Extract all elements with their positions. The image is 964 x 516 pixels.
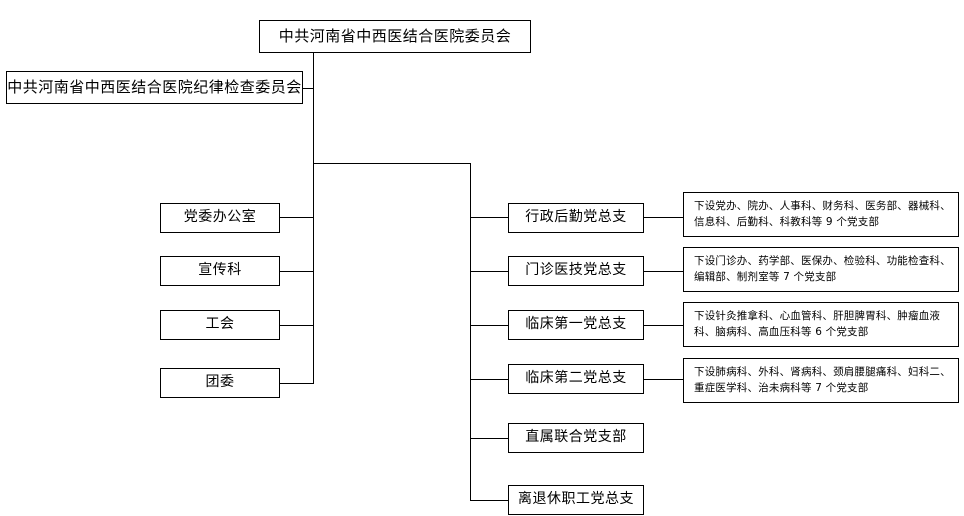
right-detail-label-4: 下设肺病科、外科、肾病科、颈肩腰腿痛科、妇科二、重症医学科、治未病科等 7 个党… <box>694 366 951 394</box>
right-detail-label-1: 下设党办、院办、人事科、财务科、医务部、器械科、信息科、后勤科、科教科等 9 个… <box>694 200 951 228</box>
connector-left-2 <box>280 271 314 272</box>
connector-left-4 <box>280 383 314 384</box>
left-branch-label-4: 团委 <box>205 374 235 391</box>
left-branch-box-3: 工会 <box>160 310 280 340</box>
connector-fork-bar <box>313 163 471 164</box>
connector-right-2 <box>470 271 508 272</box>
left-branch-box-1: 党委办公室 <box>160 203 280 233</box>
right-detail-box-2: 下设门诊办、药学部、医保办、检验科、功能检查科、编辑部、制剂室等 7 个党支部 <box>683 247 959 292</box>
right-branch-box-2: 门诊医技党总支 <box>508 256 644 286</box>
connector-right-3 <box>470 325 508 326</box>
discipline-committee-box: 中共河南省中西医结合医院纪律检查委员会 <box>6 71 303 104</box>
connector-right-4 <box>470 379 508 380</box>
right-branch-box-4: 临床第二党总支 <box>508 364 644 394</box>
left-branch-box-4: 团委 <box>160 368 280 398</box>
right-detail-box-1: 下设党办、院办、人事科、财务科、医务部、器械科、信息科、后勤科、科教科等 9 个… <box>683 192 959 237</box>
left-branch-label-3: 工会 <box>205 316 235 333</box>
connector-detail-4 <box>644 379 683 380</box>
right-branch-box-5: 直属联合党支部 <box>508 423 644 453</box>
right-branch-box-6: 离退休职工党总支 <box>508 485 644 515</box>
right-branch-label-1: 行政后勤党总支 <box>525 209 627 226</box>
connector-left-spine <box>313 163 314 383</box>
left-branch-label-2: 宣传科 <box>198 262 242 279</box>
connector-right-spine <box>470 163 471 501</box>
connector-detail-3 <box>644 325 683 326</box>
left-branch-label-1: 党委办公室 <box>183 209 257 226</box>
connector-detail-1 <box>644 217 683 218</box>
connector-right-1 <box>470 217 508 218</box>
connector-discipline <box>303 88 314 89</box>
right-branch-box-3: 临床第一党总支 <box>508 310 644 340</box>
right-branch-label-2: 门诊医技党总支 <box>525 262 627 279</box>
right-detail-label-3: 下设针灸推拿科、心血管科、肝胆脾胃科、肿瘤血液科、脑病科、高血压科等 6 个党支… <box>694 310 941 338</box>
right-detail-box-4: 下设肺病科、外科、肾病科、颈肩腰腿痛科、妇科二、重症医学科、治未病科等 7 个党… <box>683 358 959 403</box>
connector-top-spine <box>313 53 314 163</box>
discipline-committee-label: 中共河南省中西医结合医院纪律检查委员会 <box>7 78 302 97</box>
right-branch-label-3: 临床第一党总支 <box>525 316 627 333</box>
right-branch-box-1: 行政后勤党总支 <box>508 203 644 233</box>
top-committee-label: 中共河南省中西医结合医院委员会 <box>278 27 512 46</box>
top-committee-box: 中共河南省中西医结合医院委员会 <box>259 20 531 53</box>
connector-left-1 <box>280 217 314 218</box>
connector-right-5 <box>470 438 508 439</box>
connector-left-3 <box>280 325 314 326</box>
left-branch-box-2: 宣传科 <box>160 256 280 286</box>
right-branch-label-6: 离退休职工党总支 <box>518 491 634 508</box>
right-branch-label-4: 临床第二党总支 <box>525 370 627 387</box>
right-detail-box-3: 下设针灸推拿科、心血管科、肝胆脾胃科、肿瘤血液科、脑病科、高血压科等 6 个党支… <box>683 302 959 347</box>
right-detail-label-2: 下设门诊办、药学部、医保办、检验科、功能检查科、编辑部、制剂室等 7 个党支部 <box>694 255 951 283</box>
right-branch-label-5: 直属联合党支部 <box>525 429 627 446</box>
connector-right-6 <box>470 500 508 501</box>
connector-detail-2 <box>644 271 683 272</box>
